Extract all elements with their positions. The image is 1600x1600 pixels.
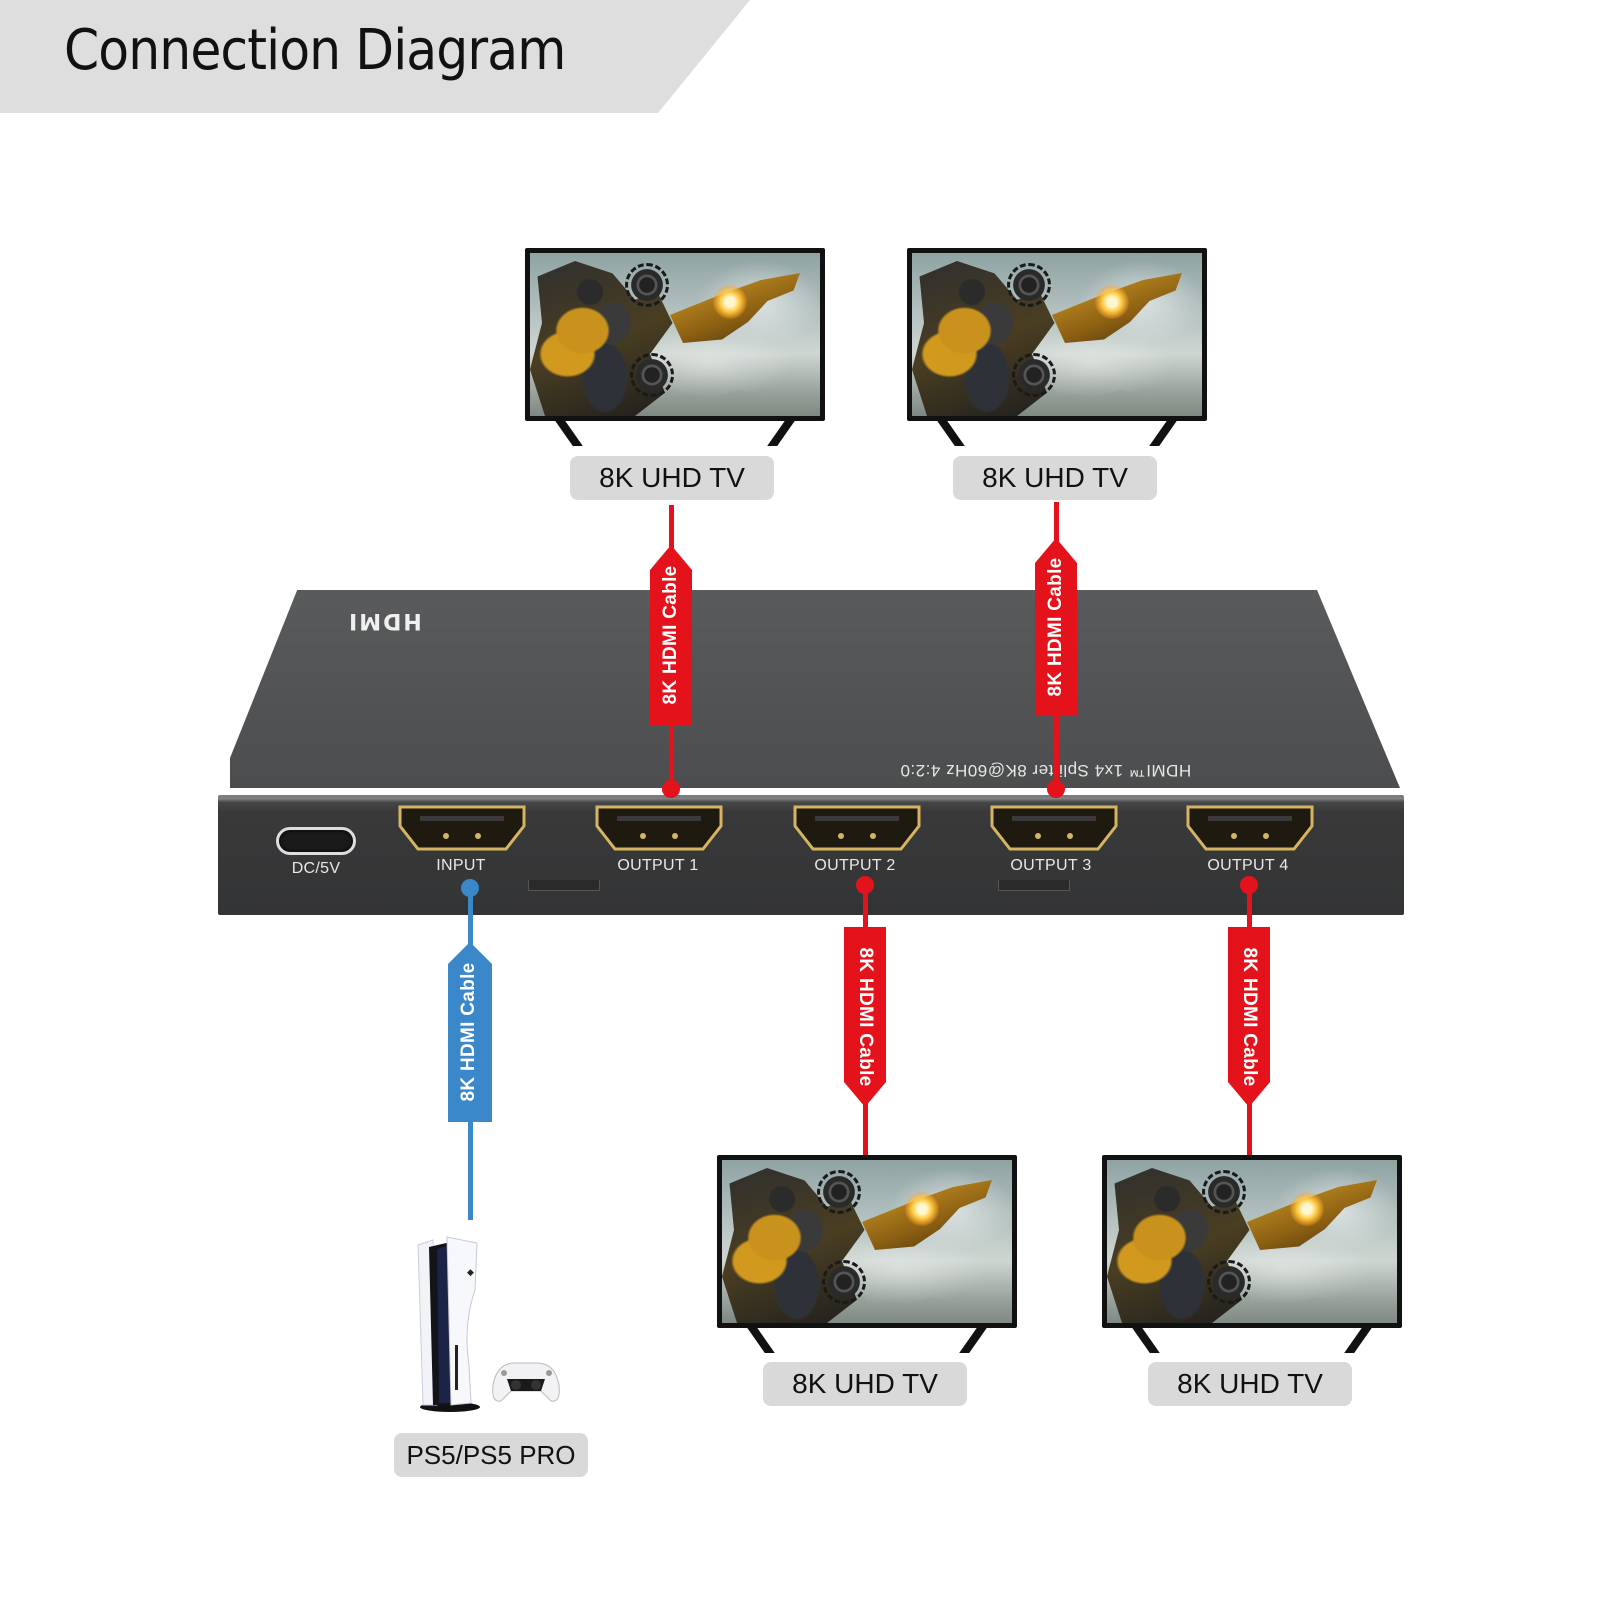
tv-frame (1102, 1155, 1402, 1328)
device-model-text: HDMI™ 1x4 Splitter 8K@60Hz 4:2:0 (900, 761, 1192, 780)
cable-label: 8K HDMI Cable (660, 565, 681, 705)
cable-label: 8K HDMI Cable (855, 947, 876, 1087)
cable-label: 8K HDMI Cable (458, 962, 479, 1102)
hdmi-port-icon (398, 805, 526, 851)
tv-display-4 (1102, 1155, 1402, 1353)
cable-tag-output-3: 8K HDMI Cable (1035, 538, 1077, 716)
cable-connector-dot (1047, 780, 1065, 798)
tv-stand-left (553, 418, 583, 446)
device-foot (998, 880, 1070, 891)
title-banner (0, 0, 750, 113)
device-foot (528, 880, 600, 891)
cable-tag-input: 8K HDMI Cable (448, 942, 492, 1122)
cable-label: 8K HDMI Cable (1045, 557, 1066, 697)
svg-text:◆: ◆ (467, 1267, 474, 1277)
port-label-output-4: OUTPUT 4 (1207, 857, 1289, 874)
cable-label: 8K HDMI Cable (1239, 947, 1260, 1087)
tv-stand-right (959, 1325, 989, 1353)
port-label-output-1: OUTPUT 1 (617, 857, 699, 874)
tv-display-1 (525, 248, 825, 446)
port-label-output-2: OUTPUT 2 (814, 857, 896, 874)
tv-screen-image (722, 1160, 1012, 1323)
game-console-icon: ◆ (417, 1236, 560, 1412)
page-title: Connection Diagram (64, 18, 566, 83)
tv-screen-image (1107, 1160, 1397, 1323)
tv-label-1: 8K UHD TV (570, 456, 774, 500)
cable-tag-output-2: 8K HDMI Cable (844, 927, 886, 1107)
cable-tag-output-1: 8K HDMI Cable (650, 545, 692, 725)
hdmi-logo: HDMI (347, 608, 422, 633)
tv-label-2: 8K UHD TV (953, 456, 1157, 500)
tv-stand-right (1149, 418, 1179, 446)
source-label: PS5/PS5 PRO (394, 1433, 588, 1477)
tv-frame (717, 1155, 1017, 1328)
hdmi-port-icon (793, 805, 921, 851)
tv-stand-right (767, 418, 797, 446)
hdmi-port-icon (990, 805, 1118, 851)
hdmi-port-icon (595, 805, 723, 851)
cable-tag-output-4: 8K HDMI Cable (1228, 927, 1270, 1107)
tv-label-4: 8K UHD TV (1148, 1362, 1352, 1406)
tv-frame (907, 248, 1207, 421)
tv-stand-left (935, 418, 965, 446)
tv-label-3: 8K UHD TV (763, 1362, 967, 1406)
port-label-input: INPUT (436, 857, 486, 874)
tv-frame (525, 248, 825, 421)
hdmi-port-icon (1186, 805, 1314, 851)
tv-display-3 (717, 1155, 1017, 1353)
tv-stand-right (1344, 1325, 1374, 1353)
port-label-output-3: OUTPUT 3 (1010, 857, 1092, 874)
splitter-top-panel (230, 590, 1400, 788)
cable-connector-dot (662, 780, 680, 798)
usb-c-port-icon (276, 827, 356, 855)
port-label-dc: DC/5V (291, 860, 341, 877)
tv-display-2 (907, 248, 1207, 446)
tv-stand-left (1130, 1325, 1160, 1353)
tv-screen-image (530, 253, 820, 416)
tv-screen-image (912, 253, 1202, 416)
tv-stand-left (745, 1325, 775, 1353)
